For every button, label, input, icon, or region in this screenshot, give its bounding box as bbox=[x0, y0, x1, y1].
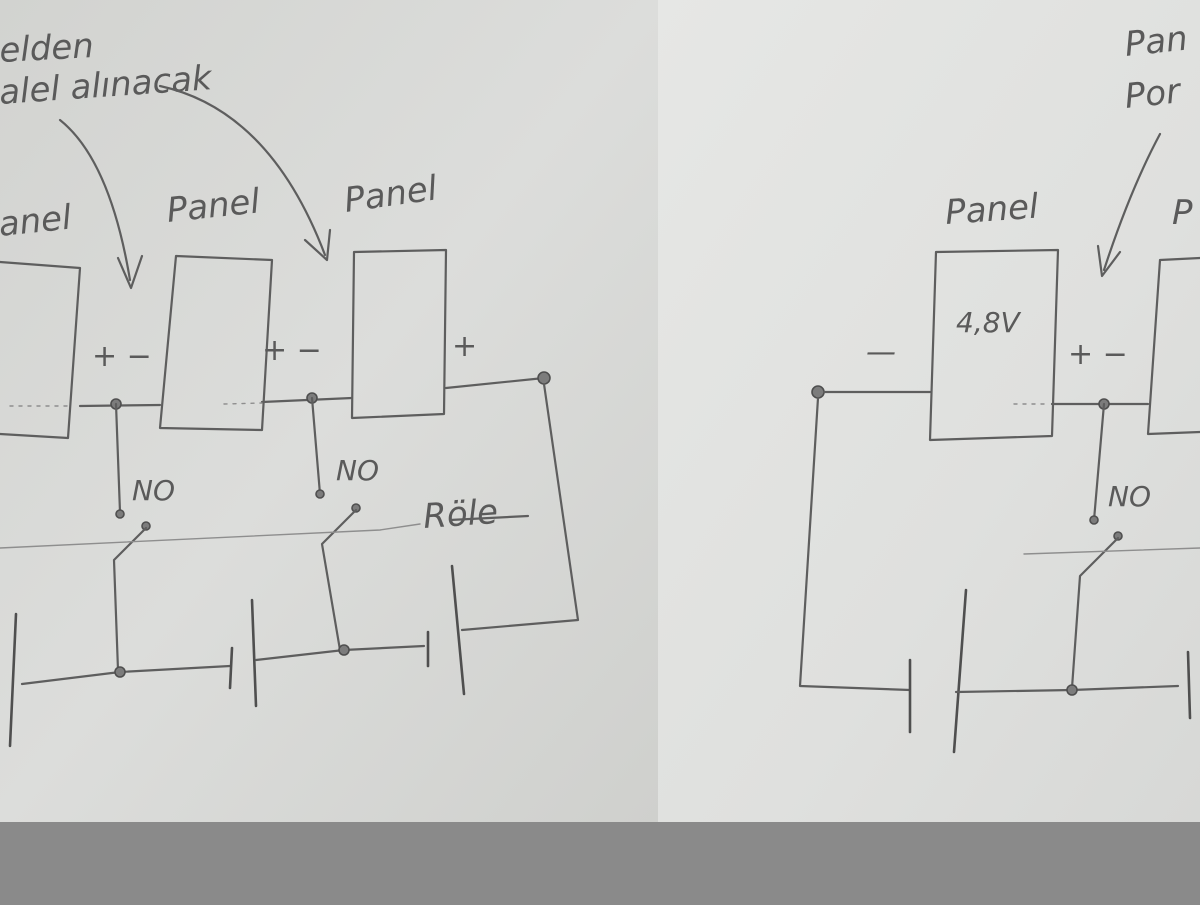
right-panel-1 bbox=[928, 248, 1060, 442]
left-no-contact-1 bbox=[115, 509, 125, 519]
left-plus-terminal: + bbox=[452, 329, 477, 364]
left-panel-label-2: Panel bbox=[165, 181, 262, 231]
right-minus-terminal: — bbox=[866, 335, 896, 370]
left-no-contact-2 bbox=[315, 489, 325, 499]
right-paper-sheet bbox=[658, 0, 1200, 822]
left-battery-plate-5 bbox=[450, 564, 466, 696]
left-signs-2: + − bbox=[262, 333, 322, 368]
left-return-wire bbox=[460, 382, 580, 632]
left-note-line-1: elden bbox=[0, 26, 95, 71]
left-panel-1 bbox=[0, 260, 82, 440]
left-switch-blade-2 bbox=[320, 508, 358, 652]
left-relay-label: Röle bbox=[422, 492, 499, 537]
right-panel-2 bbox=[1146, 256, 1200, 436]
left-panel-3 bbox=[350, 248, 448, 420]
left-no-label-2: NO bbox=[336, 454, 379, 487]
left-battery-plate-2 bbox=[228, 646, 234, 690]
left-no-label-1: NO bbox=[132, 474, 175, 507]
right-battery-plate-2 bbox=[952, 588, 968, 754]
left-relay-underline bbox=[448, 514, 530, 522]
right-signs: + − bbox=[1068, 337, 1128, 372]
left-switch-blade-1 bbox=[112, 526, 148, 672]
right-bus-node bbox=[1066, 684, 1078, 696]
left-bus-node-1 bbox=[114, 666, 126, 678]
right-no-contact bbox=[1089, 515, 1099, 525]
left-tap-wire-1 bbox=[114, 402, 122, 514]
right-note-line-1: Pan bbox=[1123, 19, 1190, 65]
left-relay-line bbox=[0, 523, 421, 549]
right-return-wire bbox=[798, 396, 912, 692]
right-note-line-2: Por bbox=[1123, 71, 1184, 117]
left-panel-2 bbox=[158, 254, 274, 432]
left-top-right-node bbox=[537, 371, 551, 385]
right-panel-label-2: P bbox=[1172, 193, 1193, 233]
left-panel-label-1: anel bbox=[0, 198, 74, 245]
right-relay-line bbox=[1023, 547, 1200, 555]
left-dotted-2 bbox=[223, 402, 263, 405]
bottom-gray-band bbox=[0, 822, 1200, 900]
left-arrow-1-head bbox=[116, 254, 144, 290]
right-no-label: NO bbox=[1108, 480, 1151, 513]
left-wire-top bbox=[444, 376, 546, 390]
right-panel-label-1: Panel bbox=[944, 187, 1040, 233]
right-panel-voltage: 4,8V bbox=[956, 306, 1022, 339]
right-sketch: Pan Por Panel P 4,8V — + − NO bbox=[798, 19, 1200, 754]
right-switch-pivot bbox=[1113, 531, 1123, 541]
left-signs-1: + − bbox=[92, 339, 152, 374]
right-arrow-head bbox=[1096, 244, 1122, 278]
right-arrow bbox=[1102, 132, 1162, 272]
left-arrow-2 bbox=[158, 84, 327, 257]
left-battery-plate-3 bbox=[250, 598, 258, 708]
left-bus-node-2 bbox=[338, 644, 350, 656]
right-tap-wire bbox=[1092, 402, 1106, 522]
left-arrow-2-head bbox=[303, 228, 332, 262]
left-switch-pivot-2 bbox=[351, 503, 361, 513]
right-battery-plate-3 bbox=[1186, 650, 1192, 720]
left-tap-wire-2 bbox=[310, 396, 322, 496]
left-arrow-1 bbox=[58, 118, 132, 282]
right-left-node bbox=[811, 385, 825, 399]
left-paper-sheet bbox=[0, 0, 658, 822]
left-sketch: elden alel alınacak anel Panel Panel + −… bbox=[0, 26, 580, 748]
left-battery-plate-1 bbox=[8, 612, 18, 748]
left-switch-pivot-1 bbox=[141, 521, 151, 531]
